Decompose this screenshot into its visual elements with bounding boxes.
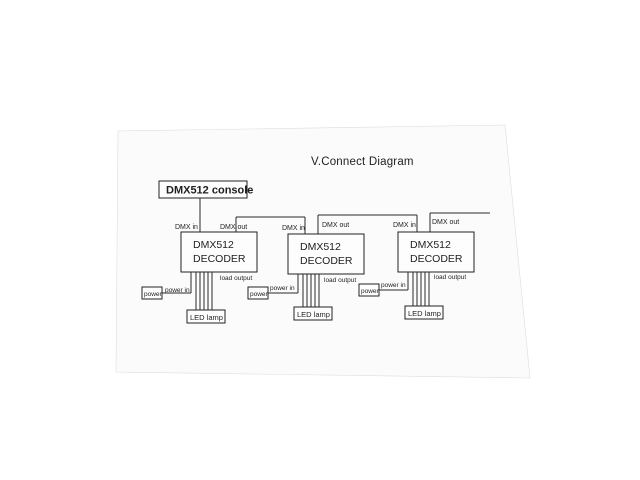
dmx-out-label: DMX out (220, 224, 247, 231)
dmx-out-label: DMX out (432, 219, 459, 226)
led-lamp-box (293, 306, 333, 321)
led-lamp-label: LED lamp (408, 309, 441, 318)
decoder-unit-3: DMX in DMX out DMX512 DECODER load outpu… (358, 219, 475, 320)
diagram-title: V.Connect Diagram (311, 156, 414, 168)
dmx-console-box (158, 180, 248, 199)
load-output-label: load output (220, 275, 252, 282)
power-in-label: power in (381, 282, 406, 289)
dmx-console-label: DMX512 console (166, 185, 253, 197)
power-label: power (144, 291, 163, 298)
decoder-box (180, 231, 258, 273)
led-lamp-box (404, 305, 444, 320)
load-output-label: load output (324, 277, 356, 284)
decoder-line1: DMX512 (193, 239, 234, 251)
decoder-line2: DECODER (300, 255, 353, 267)
led-lamp-label: LED lamp (297, 310, 330, 319)
decoder-unit-1: DMX in DMX out DMX512 DECODER load outpu… (141, 224, 258, 324)
dmx-in-label: DMX in (282, 225, 305, 232)
decoder-line2: DECODER (410, 253, 463, 265)
decoder-line1: DMX512 (410, 239, 451, 251)
decoder-unit-2: DMX in DMX out DMX512 DECODER load outpu… (247, 222, 365, 321)
power-in-label: power in (270, 285, 295, 292)
led-lamp-label: LED lamp (190, 313, 223, 322)
load-output-label: load output (434, 274, 466, 281)
decoder-box (287, 233, 365, 275)
decoder-line1: DMX512 (300, 241, 341, 253)
power-in-label: power in (165, 287, 190, 294)
dmx-in-label: DMX in (393, 222, 416, 229)
led-lamp-box (186, 309, 226, 324)
decoder-line2: DECODER (193, 253, 246, 265)
dmx-out-label: DMX out (322, 222, 349, 229)
decoder-box (397, 231, 475, 273)
dmx-in-label: DMX in (175, 224, 198, 231)
power-label: power (361, 288, 380, 295)
power-label: power (250, 291, 269, 298)
